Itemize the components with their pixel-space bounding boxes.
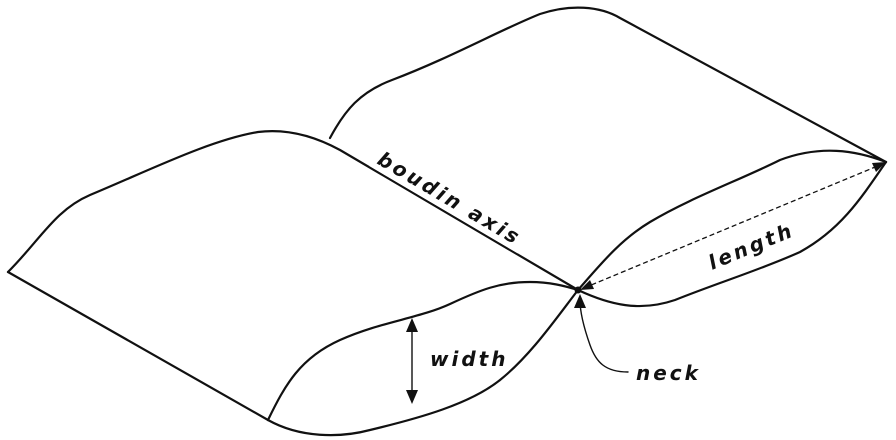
- left-boudin-bottom-edge: [6, 270, 270, 422]
- neck-point: [574, 286, 582, 294]
- right-boudin-top-outline: [328, 6, 888, 164]
- length-label-group: length: [701, 218, 798, 278]
- neck-label: neck: [636, 361, 701, 385]
- neck-arrow-head: [574, 294, 586, 308]
- boudin-axis-label: boudin axis: [373, 147, 525, 250]
- length-dimension-line: [583, 164, 881, 289]
- right-boudin-end-lower: [576, 160, 888, 308]
- width-label: width: [430, 347, 508, 371]
- neck-pointer-line: [579, 299, 629, 373]
- boudin-axis-label-group: boudin axis: [369, 145, 530, 254]
- width-arrow-bottom: [406, 390, 418, 404]
- right-boudin-end-upper: [576, 149, 888, 292]
- length-arrow-right: [872, 162, 886, 172]
- length-arrow-left: [580, 280, 594, 290]
- left-boudin-end-face: [266, 280, 580, 422]
- left-boudin-top-outline: [6, 130, 580, 292]
- left-boudin-underside: [266, 288, 580, 437]
- width-arrow-top: [406, 318, 418, 332]
